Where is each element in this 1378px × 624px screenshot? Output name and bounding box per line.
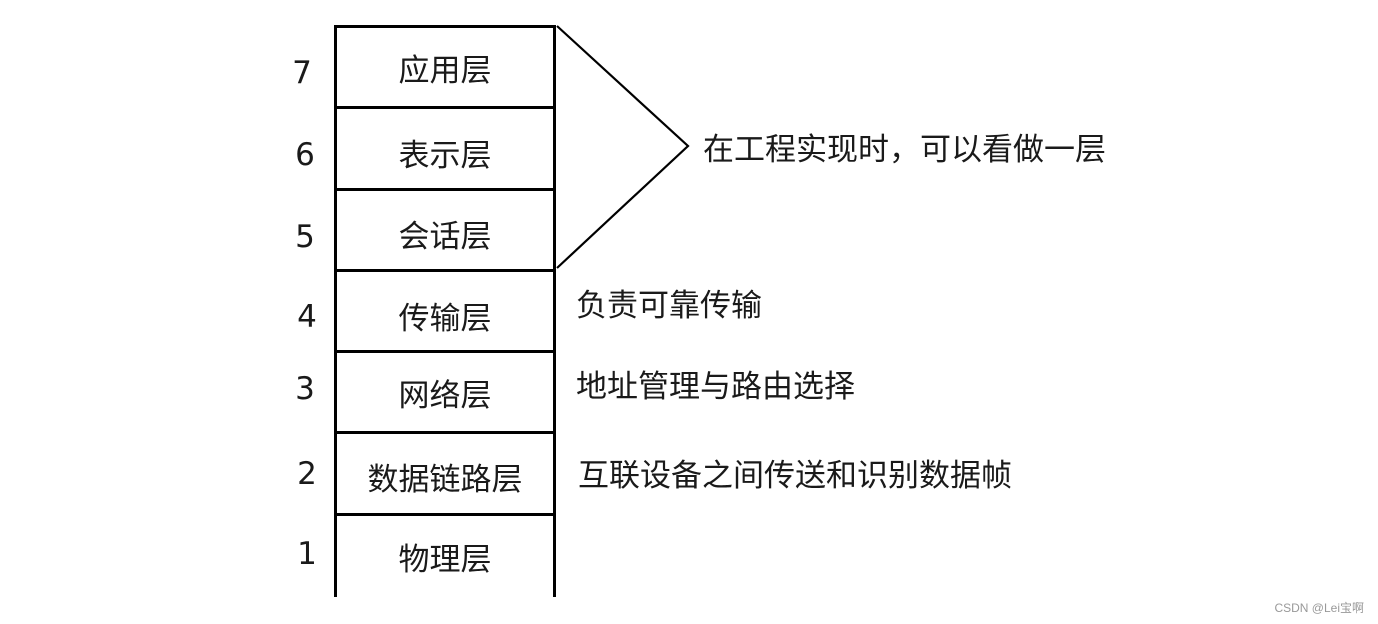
layer-presentation-label: 表示层 <box>398 138 492 174</box>
note-upper-group: 在工程实现时，可以看做一层 <box>703 132 1106 168</box>
note-datalink: 互联设备之间传送和识别数据帧 <box>578 458 1012 494</box>
layer-datalink-label: 数据链路层 <box>367 462 523 498</box>
layer-number-1: 1 <box>297 536 317 572</box>
layer-number-3: 3 <box>295 371 315 407</box>
layer-transport: 传输层 <box>334 269 556 353</box>
note-transport: 负责可靠传输 <box>576 288 762 324</box>
layer-number-5: 5 <box>295 219 315 255</box>
layer-physical: 物理层 <box>334 513 556 597</box>
layer-number-6: 6 <box>295 137 315 173</box>
layer-physical-label: 物理层 <box>398 542 492 578</box>
layer-application-label: 应用层 <box>398 52 492 89</box>
layer-number-7: 7 <box>292 55 312 91</box>
layer-number-2: 2 <box>297 456 317 492</box>
layer-application: 应用层 <box>334 25 556 109</box>
layer-session-label: 会话层 <box>398 218 492 255</box>
layer-transport-label: 传输层 <box>398 300 492 337</box>
layer-number-4: 4 <box>297 299 317 335</box>
note-network: 地址管理与路由选择 <box>576 369 855 405</box>
layer-network-label: 网络层 <box>398 377 492 414</box>
watermark: CSDN @Lei宝啊 <box>1274 601 1364 615</box>
